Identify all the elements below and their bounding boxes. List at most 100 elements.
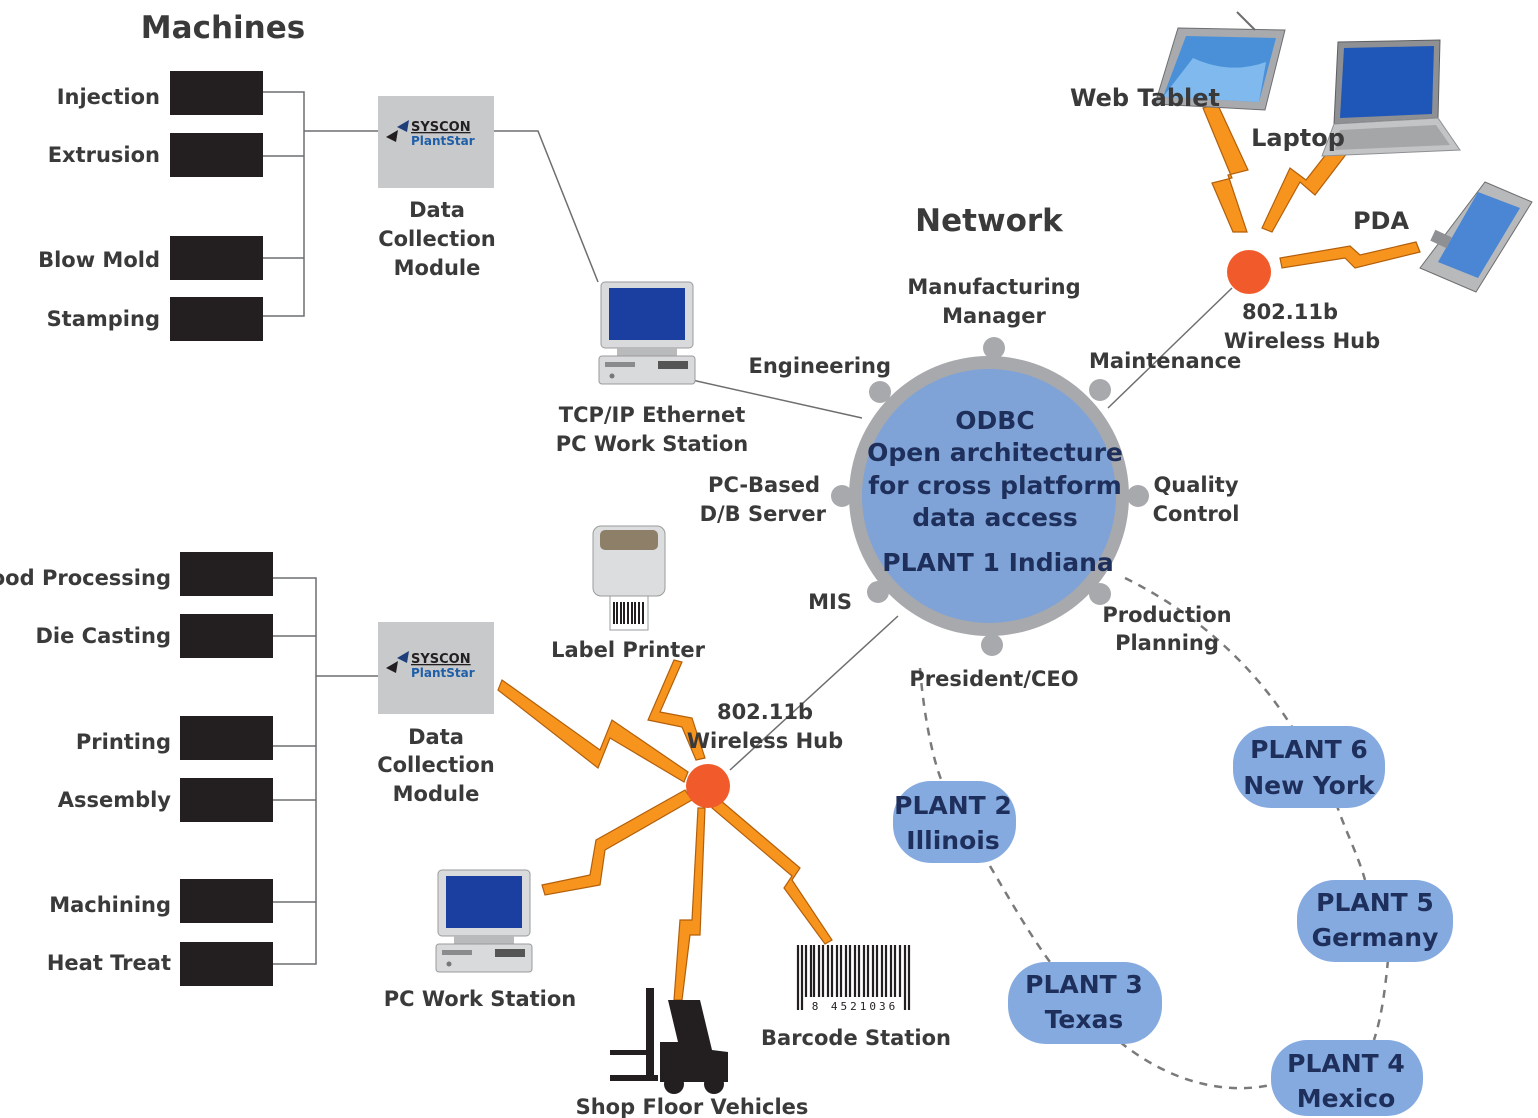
machine-label: Assembly	[58, 788, 172, 812]
machine-box	[170, 133, 263, 177]
plant-name: PLANT 6	[1250, 735, 1368, 764]
network-title: Network	[915, 203, 1064, 239]
module-product: PlantStar	[411, 134, 475, 148]
forklift-icon	[610, 988, 728, 1094]
machine-box	[180, 879, 273, 923]
node-label: Planning	[1115, 631, 1219, 655]
node-dot	[869, 381, 891, 403]
node-dot	[1089, 379, 1111, 401]
plant-name: PLANT 4	[1287, 1049, 1405, 1078]
machine-box	[180, 614, 273, 658]
node-dot	[867, 581, 889, 603]
central-hub: ODBC Open architecture for cross platfor…	[831, 337, 1149, 656]
wireless-hub-bottom: 802.11b Wireless Hub Label Printer PC Wo…	[384, 525, 951, 1118]
laptop-icon	[1321, 39, 1461, 157]
machine-box	[180, 552, 273, 596]
wireless-label: 802.11b	[717, 700, 813, 724]
plants: PLANT 2 Illinois PLANT 3 Texas PLANT 4 M…	[893, 726, 1453, 1116]
node-dot	[1127, 485, 1149, 507]
machine-label: Extrusion	[48, 143, 160, 167]
data-collection-module-top: SYSCON PlantStar Data Collection Module	[378, 96, 496, 280]
module-label: Module	[393, 782, 480, 806]
wireless-dot	[1227, 250, 1271, 294]
machine-label: Heat Treat	[47, 951, 171, 975]
module-brand: SYSCON	[411, 120, 471, 135]
device-label: Barcode Station	[761, 1026, 951, 1050]
machine-box	[180, 942, 273, 986]
syscon-logo-icon: SYSCON PlantStar	[386, 651, 475, 680]
module-label: Collection	[378, 227, 496, 251]
node-dot	[983, 337, 1005, 359]
node-label: Manufacturing	[907, 275, 1080, 299]
node-label: Control	[1153, 502, 1240, 526]
module-label: Data	[408, 725, 464, 749]
node-label: PC-Based	[708, 473, 820, 497]
data-collection-module-bottom: SYSCON PlantStar Data Collection Module	[377, 622, 495, 806]
module-label: Module	[394, 256, 481, 280]
workstation-label: TCP/IP Ethernet	[559, 403, 745, 427]
plant-name: PLANT 3	[1025, 970, 1143, 999]
node-label: MIS	[808, 590, 852, 614]
machines-title: Machines	[141, 10, 305, 46]
wireless-label: Wireless Hub	[1224, 329, 1380, 353]
pda-icon	[1419, 181, 1533, 293]
hub-plant: PLANT 1 Indiana	[882, 548, 1113, 577]
node-label: Manager	[942, 304, 1046, 328]
syscon-logo-icon: SYSCON PlantStar	[386, 120, 475, 148]
machines-top-group: Injection Extrusion Blow Mold Stamping	[38, 71, 263, 341]
node-label: President/CEO	[909, 667, 1078, 691]
plant-link-dashed	[918, 576, 1390, 1090]
node-labels: Manufacturing Manager Engineering Mainte…	[700, 275, 1242, 691]
module-label: Collection	[377, 753, 495, 777]
node-label: Production	[1102, 603, 1231, 627]
connector-lines	[263, 91, 1233, 965]
machine-label: Stamping	[47, 307, 160, 331]
wireless-dot	[686, 764, 730, 808]
hub-core	[862, 369, 1116, 623]
node-dot	[1089, 583, 1111, 605]
plant-name: PLANT 5	[1316, 888, 1434, 917]
plant-pill	[1297, 880, 1453, 962]
hub-line: data access	[912, 503, 1078, 532]
plant-location: Mexico	[1297, 1084, 1396, 1113]
device-label: Label Printer	[551, 638, 706, 662]
module-box	[378, 622, 494, 714]
label-printer-icon	[592, 525, 666, 631]
device-label: Shop Floor Vehicles	[576, 1095, 809, 1118]
pc-workstation-icon	[435, 869, 533, 973]
module-product: PlantStar	[411, 666, 475, 680]
node-label: Engineering	[749, 354, 892, 378]
hub-line: for cross platform	[868, 471, 1122, 500]
machine-label: Printing	[76, 730, 171, 754]
plant-location: Germany	[1312, 923, 1439, 952]
machine-box	[170, 297, 263, 341]
plant-pill	[1008, 962, 1162, 1044]
web-tablet-icon	[1154, 11, 1286, 111]
device-label: PC Work Station	[384, 987, 577, 1011]
machine-box	[170, 71, 263, 115]
node-dot	[981, 634, 1003, 656]
node-dot	[831, 485, 853, 507]
machine-label: Food Processing	[0, 566, 171, 590]
wireless-label: 802.11b	[1242, 300, 1338, 324]
device-label: PDA	[1353, 207, 1410, 235]
machines-bottom-group: Food Processing Die Casting Printing Ass…	[0, 552, 273, 986]
node-label: Quality	[1153, 473, 1238, 497]
module-box	[378, 96, 494, 188]
barcode-digits: 8 4521036	[812, 1000, 899, 1013]
plant-pill	[1271, 1040, 1423, 1116]
machine-label: Machining	[49, 893, 171, 917]
node-label: D/B Server	[700, 502, 827, 526]
machine-label: Blow Mold	[38, 248, 160, 272]
module-brand: SYSCON	[411, 652, 471, 667]
lightning-icon	[497, 659, 833, 1001]
wireless-label: Wireless Hub	[687, 729, 843, 753]
pc-workstation-icon	[598, 281, 696, 385]
machine-box	[180, 716, 273, 760]
wireless-hub-top: 802.11b Wireless Hub Web Tablet Laptop P…	[1070, 11, 1533, 353]
barcode-icon: 8 4521036	[796, 945, 911, 1013]
node-label: Maintenance	[1089, 349, 1241, 373]
hub-line: Open architecture	[867, 438, 1123, 467]
plant-location: Illinois	[906, 826, 999, 855]
workstation-label: PC Work Station	[556, 432, 749, 456]
